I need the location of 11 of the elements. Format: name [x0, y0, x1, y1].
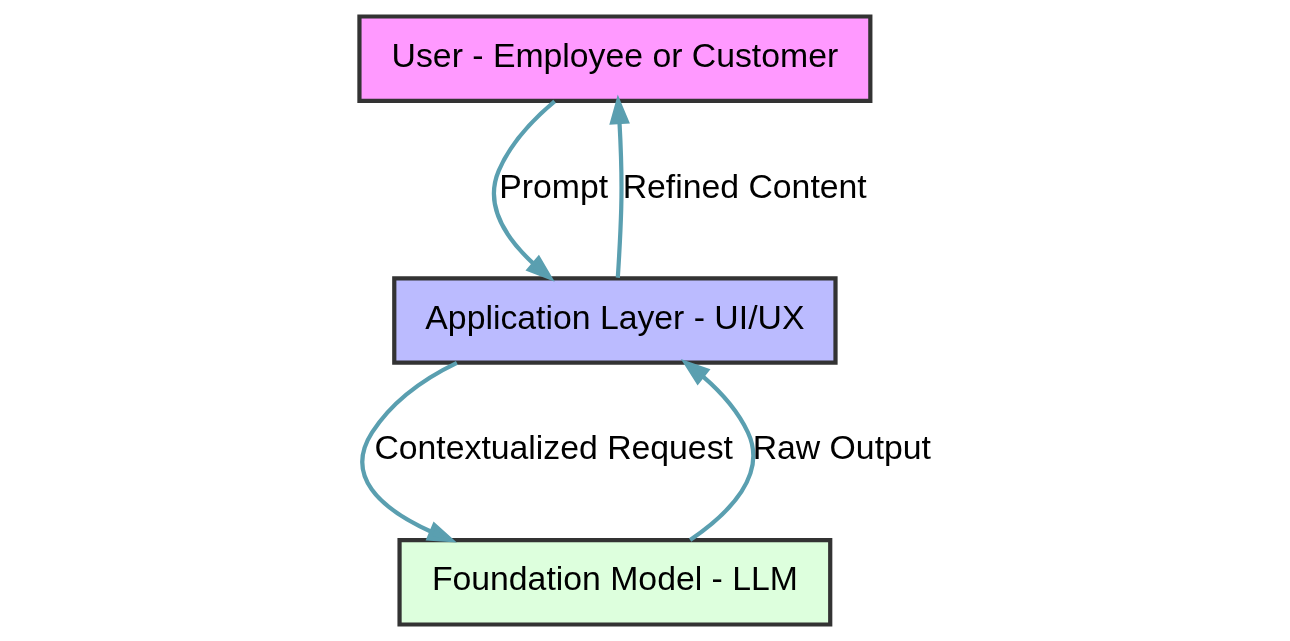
node-box: User - Employee or Customer: [356, 14, 872, 104]
arrow: [680, 359, 755, 542]
arrow: [491, 99, 556, 282]
edge-label: Contextualized Request: [373, 428, 733, 467]
node-box: Foundation Model - LLM: [396, 537, 832, 627]
node-box: Application Layer - UI/UX: [391, 276, 838, 365]
edge-label: Prompt: [498, 166, 608, 205]
arrow: [359, 360, 458, 543]
arrow: [608, 94, 630, 278]
edge-label: Refined Content: [622, 166, 867, 205]
edge-label: Raw Output: [752, 428, 931, 467]
